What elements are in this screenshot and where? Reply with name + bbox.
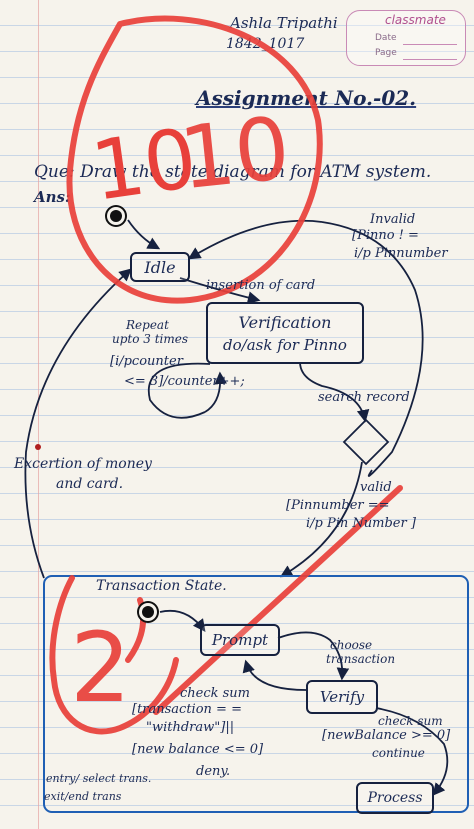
choose-label-1: choose	[330, 638, 373, 652]
grade-total: 10	[175, 98, 295, 210]
question-text: Que: Draw the state diagram for ATM syst…	[34, 162, 432, 182]
transaction-state-label: Transaction State.	[96, 578, 227, 594]
state-verification: Verification do/ask for Pinno	[206, 302, 364, 364]
excertion-label-2: and card.	[56, 476, 124, 492]
valid-arrow	[279, 461, 363, 578]
insertion-label: insertion of card	[206, 278, 316, 293]
valid-label: valid	[360, 480, 392, 495]
repeat-loop-head	[204, 371, 227, 413]
answer-label: Ans:	[34, 188, 71, 206]
search-record-label: search record	[318, 390, 410, 405]
excertion-loop	[24, 268, 132, 579]
state-process: Process	[356, 782, 434, 814]
verification-activity: do/ask for Pinno	[223, 335, 347, 354]
search-record-arrow	[299, 361, 370, 423]
continue-label: continue	[372, 746, 425, 760]
invalid-loop-right	[321, 221, 424, 477]
entry-action: entry/ select trans.	[46, 772, 152, 785]
initial-state-dot	[110, 210, 122, 222]
check-sum-right-1: check sum	[378, 714, 443, 728]
invalid-guard-1: [Pinno ! =	[352, 228, 419, 243]
brand-logo-text: classmate	[385, 13, 446, 27]
grade-marks	[49, 15, 403, 735]
page-label: Page	[375, 48, 397, 58]
repeat-label-1: Repeat	[126, 318, 169, 332]
margin-line	[38, 0, 39, 829]
invalid-loop-top	[187, 219, 323, 260]
transaction-state-box	[43, 575, 469, 813]
loop-dot	[35, 444, 41, 450]
lower-circle-mark	[49, 575, 179, 735]
choose-label-2: transaction	[326, 652, 396, 666]
choose-transaction-arrow	[277, 631, 350, 681]
start-to-idle-arrow	[127, 219, 161, 250]
excertion-label-1: Excertion of money	[14, 456, 152, 472]
counter-guard-1: [i/pcounter	[110, 354, 183, 369]
verification-title: Verification	[238, 312, 332, 332]
date-line	[403, 44, 457, 45]
student-name: Ashla Tripathi	[230, 14, 338, 32]
state-idle: Idle	[130, 252, 190, 282]
state-prompt: Prompt	[200, 624, 280, 656]
invalid-guard-2: i/p Pinnumber	[354, 246, 448, 261]
date-label: Date	[375, 33, 397, 43]
valid-guard-1: [Pinnumber ==	[286, 498, 390, 513]
invalid-label: Invalid	[370, 212, 416, 227]
grade-mark-two: 2	[70, 612, 132, 724]
check-sum-left-2: [transaction = =	[132, 702, 242, 717]
exit-action: exit/end trans	[44, 790, 122, 803]
lower-slash-mark	[153, 485, 403, 715]
continue-arrow	[375, 707, 449, 796]
state-verify: Verify	[306, 680, 378, 714]
inner-initial-state-dot	[142, 606, 154, 618]
repeat-label-2: upto 3 times	[112, 332, 189, 346]
classmate-header-box: classmate Date Page	[346, 10, 466, 66]
lower-tick-curve	[125, 597, 147, 663]
grade-circle	[66, 15, 323, 304]
check-sum-left-4: [new balance <= 0]	[132, 742, 264, 757]
repeat-loop	[147, 362, 211, 419]
decision-diamond	[342, 418, 390, 466]
check-sum-left-3: "withdraw"]||	[146, 720, 235, 735]
check-sum-left-1: check sum	[180, 686, 251, 701]
valid-guard-2: i/p Pin Number ]	[306, 516, 416, 531]
inner-start-to-prompt	[159, 609, 206, 633]
deny-label: deny.	[196, 764, 231, 779]
counter-guard-2: <= 3]/counter++;	[124, 374, 245, 389]
page-line	[403, 59, 457, 60]
check-sum-right-2: [newBalance >= 0]	[322, 728, 451, 743]
deny-arrow	[242, 659, 307, 691]
